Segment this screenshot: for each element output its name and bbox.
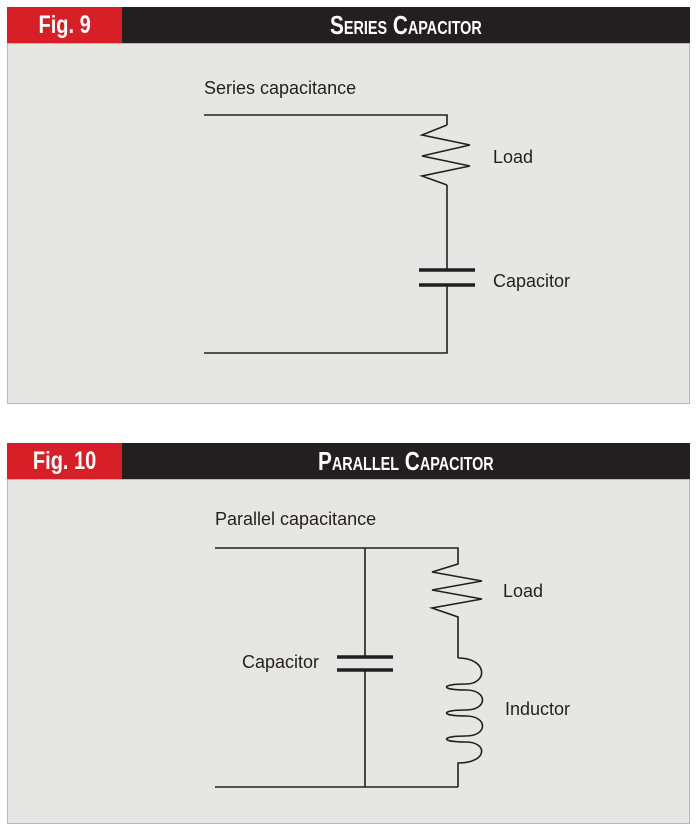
parallel-load-label: Load: [503, 581, 543, 601]
fig9-panel: [7, 43, 690, 404]
fig9-number: Fig. 9: [7, 7, 122, 43]
series-caption: Series capacitance: [204, 78, 356, 98]
parallel-circuit: Parallel capacitance Capacitor Load Indu…: [215, 509, 570, 788]
parallel-caption: Parallel capacitance: [215, 509, 376, 529]
series-circuit: Series capacitance Load Capacitor: [204, 78, 570, 354]
parallel-capacitor-label: Capacitor: [242, 652, 319, 672]
series-bottom-wire: [204, 285, 448, 354]
series-capacitor-label: Capacitor: [493, 271, 570, 291]
parallel-load-resistor: [428, 562, 483, 658]
fig10-number: Fig. 10: [7, 443, 122, 479]
parallel-inductor: [445, 657, 484, 787]
fig10-panel: [7, 479, 690, 824]
fig9-header: Fig. 9 Series Capacitor: [7, 7, 690, 43]
parallel-top-wire: [215, 547, 459, 562]
fig10-header: Fig. 10 Parallel Capacitor: [7, 443, 690, 479]
fig9-title: Series Capacitor: [330, 9, 482, 40]
fig10-title: Parallel Capacitor: [318, 445, 494, 476]
series-load-resistor: [419, 124, 471, 186]
parallel-inductor-label: Inductor: [505, 699, 570, 719]
series-top-wire: [204, 114, 448, 125]
series-load-label: Load: [493, 147, 533, 167]
